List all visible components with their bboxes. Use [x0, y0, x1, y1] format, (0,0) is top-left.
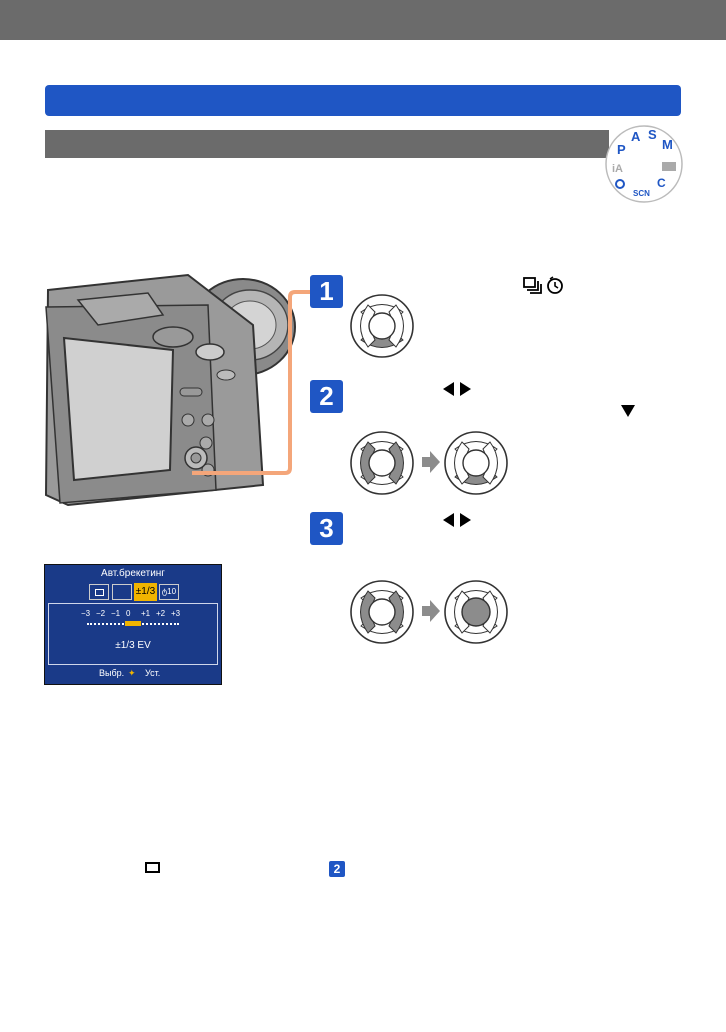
camera-illustration: [44, 273, 296, 507]
step-badge-1: 1: [310, 275, 343, 308]
section-title-bar: [45, 85, 681, 116]
left-right-arrows-icon-2: [443, 513, 471, 527]
scale-label: −3: [81, 609, 91, 618]
scale-labels: −3 −2 −1 0 +1 +2 +3: [81, 609, 191, 621]
burst-icon: [523, 277, 542, 294]
step-badge-3: 3: [310, 512, 343, 545]
dial-label-c: C: [657, 176, 666, 190]
dial-label-scn: SCN: [633, 189, 650, 198]
self-timer-icon: [547, 276, 563, 294]
scale-label: −1: [111, 609, 121, 618]
screen-scale-panel: −3 −2 −1 0 +1 +2 +3 ±1/3 EV: [48, 603, 218, 665]
connector-line: [192, 290, 318, 475]
top-header-bar: [0, 0, 726, 40]
burst-timer-icons: [523, 276, 563, 294]
screen-tab-single: [89, 584, 109, 600]
left-right-arrows-icon: [443, 382, 471, 396]
dial-label-p: P: [617, 142, 626, 157]
small-step-badge-2: 2: [329, 861, 345, 877]
dpad-step1: [350, 294, 414, 358]
next-arrow-icon: [422, 451, 440, 473]
next-arrow-icon-2: [422, 600, 440, 622]
dial-label-m: M: [662, 137, 673, 152]
screen-tab-burst: [112, 584, 132, 600]
dial-label-a: A: [631, 129, 641, 144]
dpad-step2-right: [444, 431, 508, 495]
video-mode-icon: [662, 162, 676, 171]
step-badge-2: 2: [310, 380, 343, 413]
dial-label-s: S: [648, 127, 657, 142]
scale-label: +1: [141, 609, 151, 618]
scale-label: −2: [96, 609, 106, 618]
dpad-step3-right: [444, 580, 508, 644]
scale-highlight: [125, 621, 141, 626]
footer-select: Выбр.: [99, 668, 125, 678]
dial-label-ia: iA: [612, 163, 623, 175]
screen-tab-timer: ტ10: [159, 584, 179, 600]
dpad-step2-left: [350, 431, 414, 495]
screen-title: Авт.брекетинг: [101, 568, 165, 579]
scale-label: 0: [126, 609, 131, 618]
screen-tab-step: ±1/3: [134, 583, 157, 601]
scale-label: +2: [156, 609, 166, 618]
subsection-title-bar: [45, 130, 609, 158]
single-shot-icon: [145, 862, 160, 873]
scale-label: +3: [171, 609, 181, 618]
dpad-step3-left: [350, 580, 414, 644]
footer-joystick-icon: ✦: [128, 668, 136, 678]
mode-dial-icon: P A S M C SCN iA: [605, 125, 683, 203]
creative-mode-icon: [615, 179, 625, 189]
ev-value: ±1/3 EV: [115, 640, 151, 651]
down-arrow-icon: [621, 405, 635, 417]
footer-set: Уст.: [145, 668, 161, 678]
camera-screen-thumbnail: Авт.брекетинг ±1/3 ტ10 −3 −2 −1 0 +1 +2 +3 ±1/…: [44, 564, 222, 685]
